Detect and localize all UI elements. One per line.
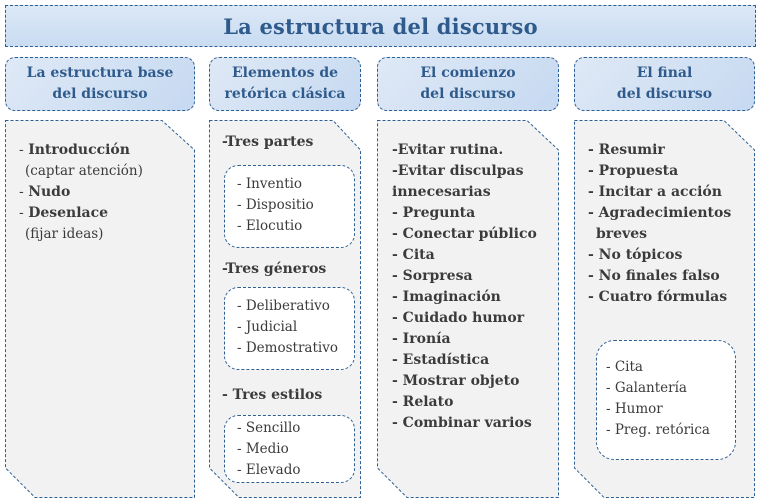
list-item: - Cuatro fórmulas — [588, 289, 728, 305]
list-item: - No finales falso — [588, 268, 720, 284]
panel-comienzo: -Evitar rutina. -Evitar disculpas innece… — [377, 120, 559, 498]
clipped-panel-shape — [377, 120, 559, 498]
header-line: El comienzo — [420, 65, 516, 81]
list-item: - Relato — [392, 394, 454, 410]
list-item: - Demostrativo — [237, 340, 338, 356]
list-item: - Combinar varios — [392, 415, 532, 431]
group-label-tres-generos: -Tres géneros — [222, 261, 327, 277]
list-item: - Dispositio — [237, 197, 314, 213]
list-item: - Inventio — [237, 176, 303, 192]
header-comienzo: El comienzo del discurso — [377, 57, 559, 111]
list-item: - Sencillo — [237, 420, 301, 436]
list-item: - Conectar público — [392, 226, 537, 242]
list-item: - Elevado — [237, 462, 301, 478]
inset-cuatro-formulas: - Cita - Galantería - Humor - Preg. retó… — [596, 340, 736, 460]
list-item: - Preg. retórica — [606, 422, 710, 438]
header-estructura-base: La estructura base del discurso — [5, 57, 195, 111]
panel-estructura-base: - Introducción (captar atención) - Nudo … — [5, 120, 195, 498]
list-item: - Pregunta — [392, 205, 476, 221]
list-item: - Galantería — [606, 380, 687, 396]
list-item: - Desenlace — [19, 205, 109, 221]
header-retorica-clasica: Elementos de retórica clásica — [209, 57, 361, 111]
header-final: El final del discurso — [574, 57, 755, 111]
list-item: innecesarias — [392, 184, 491, 200]
list-item: - Estadística — [392, 352, 490, 368]
header-line: El final — [636, 65, 693, 81]
header-line: del discurso — [420, 86, 516, 102]
list-item: - Agradecimientos — [588, 205, 732, 221]
list-item: - Sorpresa — [392, 268, 473, 284]
list-item: - Imaginación — [392, 289, 501, 305]
clipped-panel-shape — [5, 120, 195, 498]
group-label-tres-partes: -Tres partes — [222, 134, 314, 150]
list-item: -Evitar rutina. — [392, 142, 504, 158]
group-label-tres-estilos: - Tres estilos — [222, 387, 323, 403]
list-item: - Humor — [606, 401, 663, 417]
list-item: - Nudo — [19, 184, 71, 200]
panel-retorica-clasica: -Tres partes - Inventio - Dispositio - E… — [209, 120, 361, 498]
list-item: - Judicial — [237, 319, 298, 335]
list-item: - Elocutio — [237, 218, 303, 234]
inset-tres-estilos: - Sencillo - Medio - Elevado — [224, 415, 355, 483]
inset-tres-generos: - Deliberativo - Judicial - Demostrativo — [224, 287, 355, 370]
panel-final: - Resumir - Propuesta - Incitar a acción… — [574, 120, 755, 498]
list-item: - Introducción — [19, 142, 130, 158]
list-item: - Mostrar objeto — [392, 373, 520, 389]
inset-tres-partes: - Inventio - Dispositio - Elocutio — [224, 165, 355, 248]
list-item-note: (fijar ideas) — [25, 226, 104, 242]
list-item: - Medio — [237, 441, 289, 457]
header-line: retórica clásica — [224, 86, 346, 102]
list-item: - Incitar a acción — [588, 184, 722, 200]
list-item: - Cita — [606, 359, 643, 375]
header-line: La estructura base — [26, 65, 174, 81]
header-line: del discurso — [616, 86, 713, 102]
diagram-title: La estructura del discurso — [5, 5, 756, 47]
header-line: del discurso — [52, 86, 148, 102]
list-item: -Evitar disculpas — [392, 163, 524, 179]
list-item: - Resumir — [588, 142, 665, 158]
list-item: - Cuidado humor — [392, 310, 525, 326]
list-item-note: (captar atención) — [25, 163, 143, 179]
list-item: - Deliberativo — [237, 298, 330, 314]
list-item: - Ironía — [392, 331, 451, 347]
header-line: Elementos de — [231, 65, 339, 81]
list-item: - Cita — [392, 247, 435, 263]
list-item: breves — [596, 226, 647, 242]
list-item: - Propuesta — [588, 163, 679, 179]
list-item: - No tópicos — [588, 247, 683, 263]
